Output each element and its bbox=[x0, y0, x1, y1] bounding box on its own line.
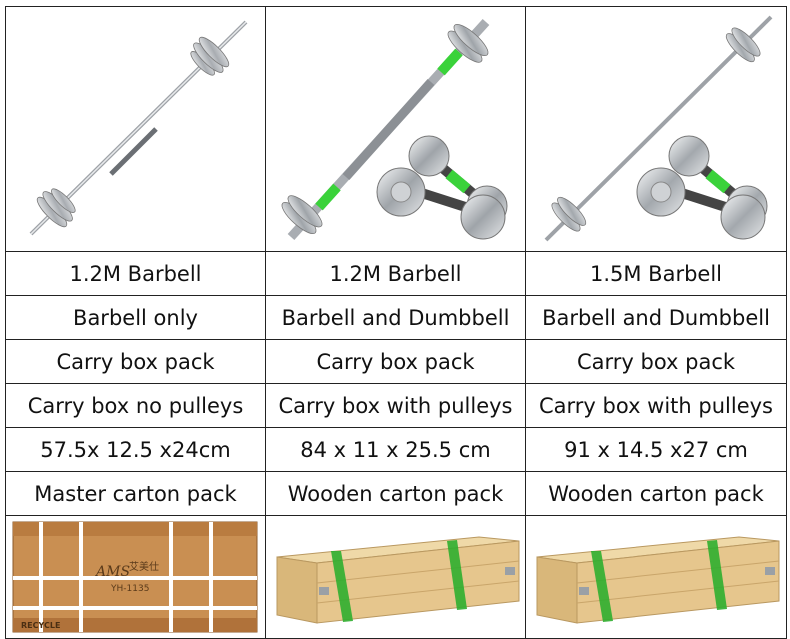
pulleys-cell: Carry box with pulleys bbox=[265, 383, 526, 428]
product-name-cell: 1.2M Barbell bbox=[5, 251, 266, 296]
pulleys-cell: Carry box with pulleys bbox=[525, 383, 787, 428]
barbell-only-image-cell bbox=[5, 6, 266, 252]
long-barbell-dumbbell-image-cell bbox=[525, 6, 787, 252]
cardboard-carton-image-cell: AMS 艾美仕 YH-1135 RECYCLE bbox=[5, 515, 266, 639]
carton-recycle: RECYCLE bbox=[21, 621, 60, 630]
carton-model: YH-1135 bbox=[110, 584, 149, 594]
size-cell: 91 x 14.5 x27 cm bbox=[525, 427, 787, 472]
pulleys-row: Carry box no pulleys Carry box with pull… bbox=[5, 383, 787, 428]
product-image-row bbox=[5, 6, 787, 252]
barbell-image bbox=[29, 20, 247, 236]
includes-cell: Barbell and Dumbbell bbox=[265, 295, 526, 340]
product-name-row: 1.2M Barbell 1.2M Barbell 1.5M Barbell bbox=[5, 251, 787, 296]
pulleys-cell: Carry box no pulleys bbox=[5, 383, 266, 428]
outer-pack-row: Master carton pack Wooden carton pack Wo… bbox=[5, 471, 787, 516]
outer-pack-cell: Wooden carton pack bbox=[525, 471, 787, 516]
includes-cell: Barbell only bbox=[5, 295, 266, 340]
packing-row: Carry box pack Carry box pack Carry box … bbox=[5, 339, 787, 384]
includes-row: Barbell only Barbell and Dumbbell Barbel… bbox=[5, 295, 787, 340]
outer-pack-cell: Wooden carton pack bbox=[265, 471, 526, 516]
carton-brand: AMS bbox=[94, 564, 130, 580]
size-cell: 84 x 11 x 25.5 cm bbox=[265, 427, 526, 472]
barbell-dumbbell-set-image bbox=[281, 18, 507, 240]
wooden-crate-image-cell bbox=[265, 515, 526, 639]
size-row: 57.5x 12.5 x24cm 84 x 11 x 25.5 cm 91 x … bbox=[5, 427, 787, 472]
cardboard-carton-image: AMS 艾美仕 YH-1135 RECYCLE bbox=[12, 521, 257, 633]
carton-brand-cn: 艾美仕 bbox=[129, 560, 159, 573]
packing-cell: Carry box pack bbox=[5, 339, 266, 384]
size-cell: 57.5x 12.5 x24cm bbox=[5, 427, 266, 472]
product-name-cell: 1.5M Barbell bbox=[525, 251, 787, 296]
dumbbell-front bbox=[636, 167, 766, 239]
barbell-dumbbell-image-cell bbox=[265, 6, 526, 252]
outer-pack-cell: Master carton pack bbox=[5, 471, 266, 516]
product-comparison-table: 1.2M Barbell 1.2M Barbell 1.5M Barbell B… bbox=[5, 6, 787, 639]
packing-cell: Carry box pack bbox=[525, 339, 787, 384]
wooden-crate-image-cell bbox=[525, 515, 787, 639]
long-barbell-dumbbell-set-image bbox=[544, 15, 773, 241]
includes-cell: Barbell and Dumbbell bbox=[525, 295, 787, 340]
wooden-crate-image bbox=[276, 536, 519, 624]
packaging-image-row: AMS 艾美仕 YH-1135 RECYCLE bbox=[5, 515, 787, 639]
packing-cell: Carry box pack bbox=[265, 339, 526, 384]
wooden-crate-image bbox=[536, 536, 780, 624]
dumbbell-front bbox=[376, 167, 505, 239]
product-name-cell: 1.2M Barbell bbox=[265, 251, 526, 296]
